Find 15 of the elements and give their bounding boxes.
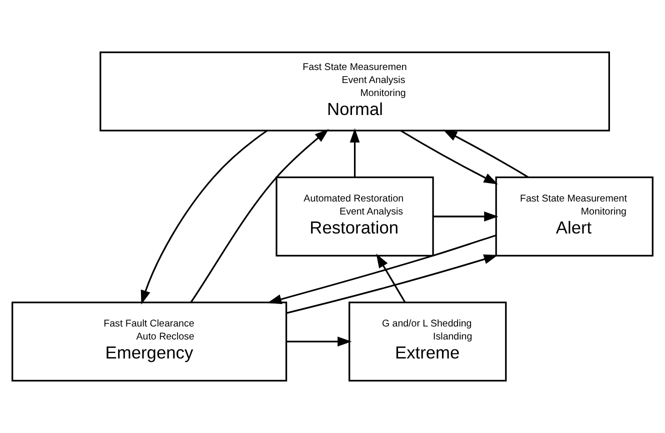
- node-box: Fast Fault Clearance Auto Reclose Emergency: [12, 302, 288, 382]
- node-box: G and/or L Shedding Islanding Extreme: [348, 302, 507, 382]
- arrow: [376, 254, 406, 303]
- arrow: [286, 254, 498, 314]
- arrow: [286, 336, 352, 346]
- arrow: [400, 130, 498, 184]
- arrow: [267, 234, 496, 304]
- arrow: [190, 129, 329, 303]
- node-box: Fast State Measurement Monitoring Alert: [495, 176, 654, 256]
- node-box: Fast State Measuremen Event Analysis Monitoring Normal: [100, 52, 610, 132]
- arrow: [442, 130, 529, 178]
- arrow: [350, 128, 360, 178]
- arrow: [140, 130, 268, 304]
- node-box: Automated Restoration Event Analysis Restoration: [276, 176, 434, 256]
- arrow: [433, 212, 498, 222]
